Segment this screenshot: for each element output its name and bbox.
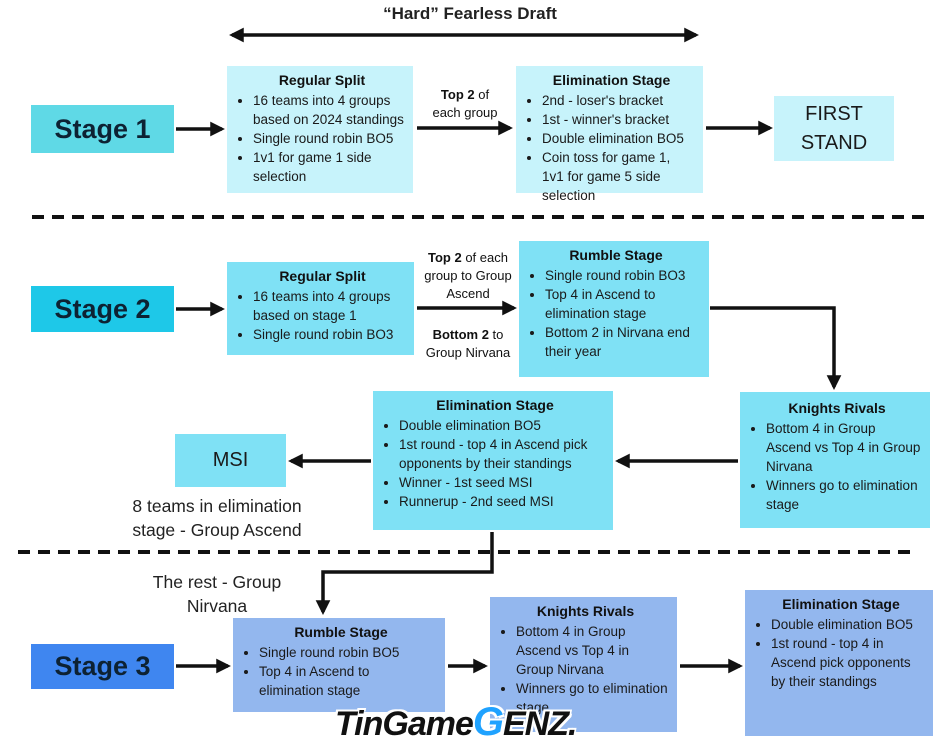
stage3-knights-box: Knights Rivals Bottom 4 in Group Ascend …: [490, 597, 677, 732]
stage2-rumble-box: Rumble Stage Single round robin BO3 Top …: [519, 241, 709, 377]
list-item: Coin toss for game 1, 1v1 for game 5 sid…: [542, 148, 695, 205]
note-text: of: [474, 87, 490, 102]
first-stand-box: FIRST STAND: [774, 96, 894, 161]
list-item: 16 teams into 4 groups based on 2024 sta…: [253, 91, 405, 129]
nirvana-note: The rest - Group Nirvana: [152, 572, 282, 616]
watermark-logo: TinGameGENZ.: [335, 700, 577, 745]
list-item: 1v1 for game 1 side selection: [253, 148, 405, 186]
stage1-regular-split-title: Regular Split: [278, 72, 366, 88]
ascend-note: 8 teams in elimination stage - Group Asc…: [132, 496, 302, 540]
stage1-transition-note: Top 2 of each group: [418, 86, 512, 122]
list-item: 1st round - top 4 in Ascend pick opponen…: [399, 435, 605, 473]
stage3-knights-title: Knights Rivals: [536, 603, 635, 619]
stage2-knights-title: Knights Rivals: [788, 400, 886, 416]
stage3-rumble-title: Rumble Stage: [294, 624, 388, 640]
watermark-text: ENZ.: [503, 705, 577, 743]
list-item: 16 teams into 4 groups based on stage 1: [253, 287, 406, 325]
stage1-elimination-title: Elimination Stage: [552, 72, 671, 88]
destination-text: MSI: [212, 449, 249, 471]
stage2-regular-split-title: Regular Split: [279, 268, 366, 284]
stage-3-label: Stage 3: [31, 644, 174, 689]
stage2-elimination-box: Elimination Stage Double elimination BO5…: [373, 391, 613, 530]
note-text: each group: [432, 105, 498, 120]
list-item: Winners go to elimination stage: [766, 476, 922, 514]
list-item: Top 4 in Ascend to elimination stage: [545, 285, 701, 323]
msi-box: MSI: [175, 434, 286, 487]
watermark-text: G: [472, 700, 504, 744]
note-bold: Top 2: [428, 250, 462, 265]
list-item: Runnerup - 2nd seed MSI: [399, 492, 605, 511]
list-item: Single round robin BO3: [545, 266, 701, 285]
note-bold: Bottom 2: [432, 327, 489, 342]
list-item: Bottom 4 in Group Ascend vs Top 4 in Gro…: [766, 419, 922, 476]
list-item: Top 4 in Ascend to elimination stage: [259, 662, 437, 700]
note-text: to Group Nirvana: [425, 327, 511, 360]
stage2-rumble-title: Rumble Stage: [569, 247, 663, 263]
list-item: Single round robin BO3: [253, 325, 406, 344]
arrow-to-stage3: [315, 532, 494, 615]
stage1-elimination-box: Elimination Stage 2nd - loser's bracket …: [516, 66, 703, 203]
stage3-elimination-title: Elimination Stage: [782, 596, 900, 612]
list-item: Bottom 2 in Nirvana end their year: [545, 323, 701, 361]
note-bold: Top 2: [440, 87, 475, 102]
list-item: Bottom 4 in Group Ascend vs Top 4 in Gro…: [516, 622, 669, 679]
destination-text: STAND: [800, 131, 868, 154]
stage2-knights-box: Knights Rivals Bottom 4 in Group Ascend …: [740, 392, 930, 528]
stage2-top-note: Top 2 of each group to Group Ascend: [416, 249, 520, 303]
stage1-regular-split-box: Regular Split 16 teams into 4 groups bas…: [227, 66, 413, 193]
list-item: 1st - winner's bracket: [542, 110, 695, 129]
list-item: Double elimination BO5: [771, 615, 925, 634]
stage-2-label: Stage 2: [31, 286, 174, 332]
list-item: Winner - 1st seed MSI: [399, 473, 605, 492]
stage2-regular-split-box: Regular Split 16 teams into 4 groups bas…: [227, 262, 414, 355]
stage-1-label: Stage 1: [31, 105, 174, 153]
watermark-text: TinGame: [335, 705, 474, 743]
stage2-bottom-note: Bottom 2 to Group Nirvana: [416, 326, 520, 362]
list-item: Single round robin BO5: [253, 129, 405, 148]
list-item: Double elimination BO5: [399, 416, 605, 435]
list-item: 1st round - top 4 in Ascend pick opponen…: [771, 634, 925, 691]
stage3-rumble-box: Rumble Stage Single round robin BO5 Top …: [233, 618, 445, 712]
diagram-title: “Hard” Fearless Draft: [383, 4, 557, 23]
list-item: 2nd - loser's bracket: [542, 91, 695, 110]
list-item: Single round robin BO5: [259, 643, 437, 662]
stage2-elimination-title: Elimination Stage: [436, 397, 554, 413]
stage3-elimination-box: Elimination Stage Double elimination BO5…: [745, 590, 933, 736]
destination-text: FIRST: [805, 102, 863, 125]
list-item: Winners go to elimination stage: [516, 679, 669, 717]
list-item: Double elimination BO5: [542, 129, 695, 148]
note-text: of each group to Group Ascend: [424, 250, 512, 301]
arrow-rumble-knights: [710, 306, 842, 390]
